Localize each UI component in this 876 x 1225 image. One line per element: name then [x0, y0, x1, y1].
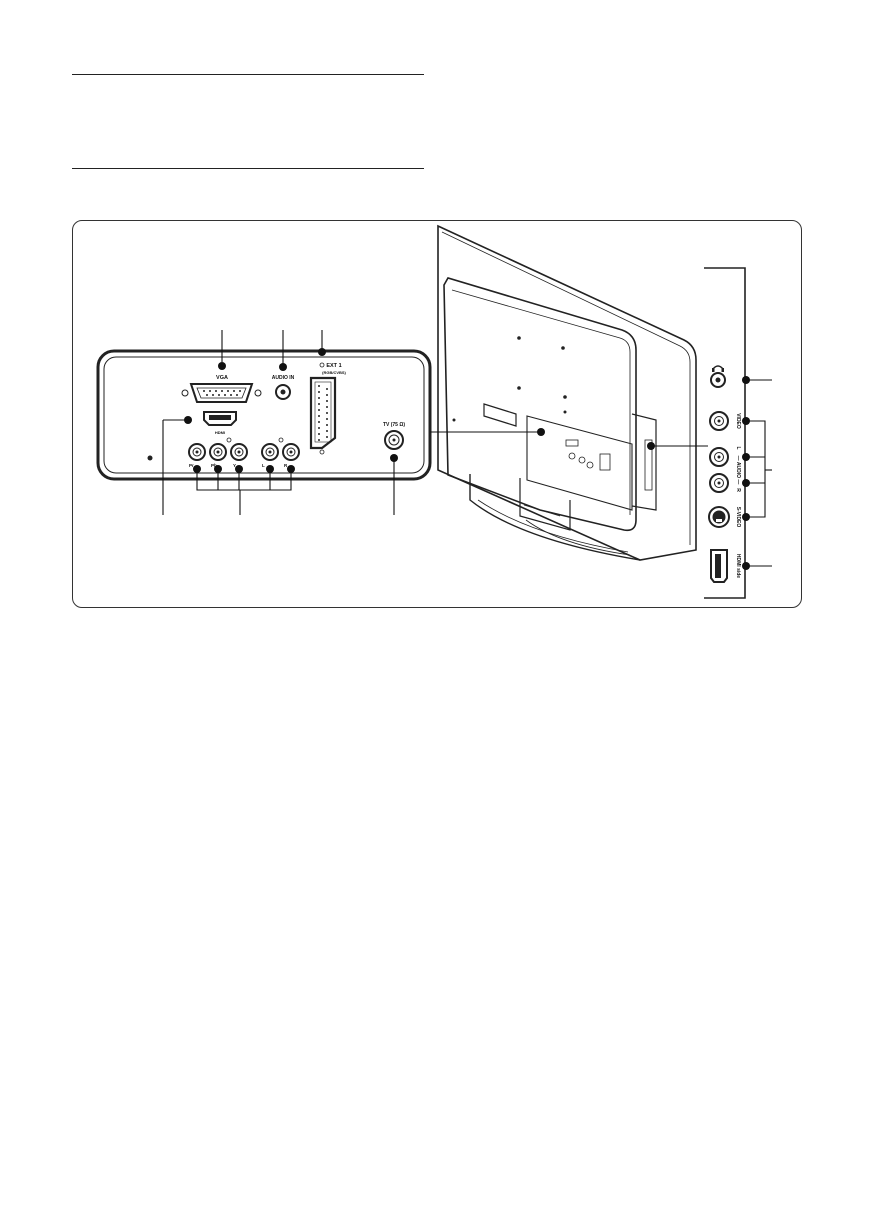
side-audio-label: — AUDIO — — [735, 456, 741, 485]
audio-lr-jacks[interactable]: L R — [261, 437, 300, 468]
side-video-label: VIDEO — [735, 413, 741, 429]
headphone-jack[interactable] — [710, 365, 726, 388]
side-audio-jacks[interactable]: L — AUDIO — R — [709, 446, 741, 493]
side-svideo-jack[interactable]: S-VIDEO — [708, 506, 741, 528]
hdmi-label: HDMI — [215, 430, 225, 435]
ext1-scart-port[interactable]: EXT 1 (RGB/CVBS) — [309, 362, 347, 455]
pr-label: Pr — [189, 463, 194, 468]
tv-rear-illustration — [437, 224, 697, 561]
audio-r-label: R — [284, 463, 288, 468]
header-rule-bottom — [72, 168, 424, 169]
tv-back-callout-dot — [537, 428, 545, 436]
back-callout-lines — [162, 330, 395, 515]
component-video-jacks[interactable]: Pr Pb Y — [188, 437, 248, 468]
connector-figure-frame — [72, 220, 802, 608]
ext1-sub-label: (RGB/CVBS) — [322, 370, 346, 375]
audio-l-label: L — [262, 463, 265, 468]
antenna-label: TV (75 Ω) — [383, 422, 405, 428]
audio-in-label: AUDIO IN — [272, 375, 295, 381]
antenna-port[interactable]: TV (75 Ω) — [383, 422, 405, 450]
ext1-label: EXT 1 — [326, 363, 341, 369]
side-video-jack[interactable]: VIDEO — [709, 411, 741, 431]
side-audio-r-label: R — [735, 488, 741, 492]
header-rule-top — [72, 74, 424, 75]
side-callout-dots — [742, 376, 750, 570]
vga-label: VGA — [216, 375, 228, 381]
pb-label: Pb — [211, 463, 217, 468]
tv-callout-lines — [430, 431, 708, 447]
tv-side-callout-dot — [647, 442, 655, 450]
hdmi-port[interactable]: HDMI — [203, 411, 237, 435]
vga-port[interactable]: Y VGA — [181, 363, 262, 403]
back-connector-panel: Y VGA AUDIO IN EXT 1 (RGB/CVBS) — [96, 349, 432, 481]
side-svideo-label: S-VIDEO — [735, 507, 741, 528]
side-hdmi-label: HDMI side — [735, 554, 741, 578]
side-connector-panel: VIDEO L — AUDIO — R S-VIDEO HDMI side — [704, 267, 746, 599]
panel-screw-icon — [147, 455, 153, 461]
y-component-label: Y — [233, 463, 236, 468]
side-audio-l-label: L — [735, 446, 741, 449]
side-callout-lines — [747, 379, 772, 567]
back-callout-dots — [184, 348, 398, 473]
audio-in-jack[interactable]: AUDIO IN — [272, 375, 295, 400]
side-hdmi-port[interactable]: HDMI side — [710, 549, 741, 583]
